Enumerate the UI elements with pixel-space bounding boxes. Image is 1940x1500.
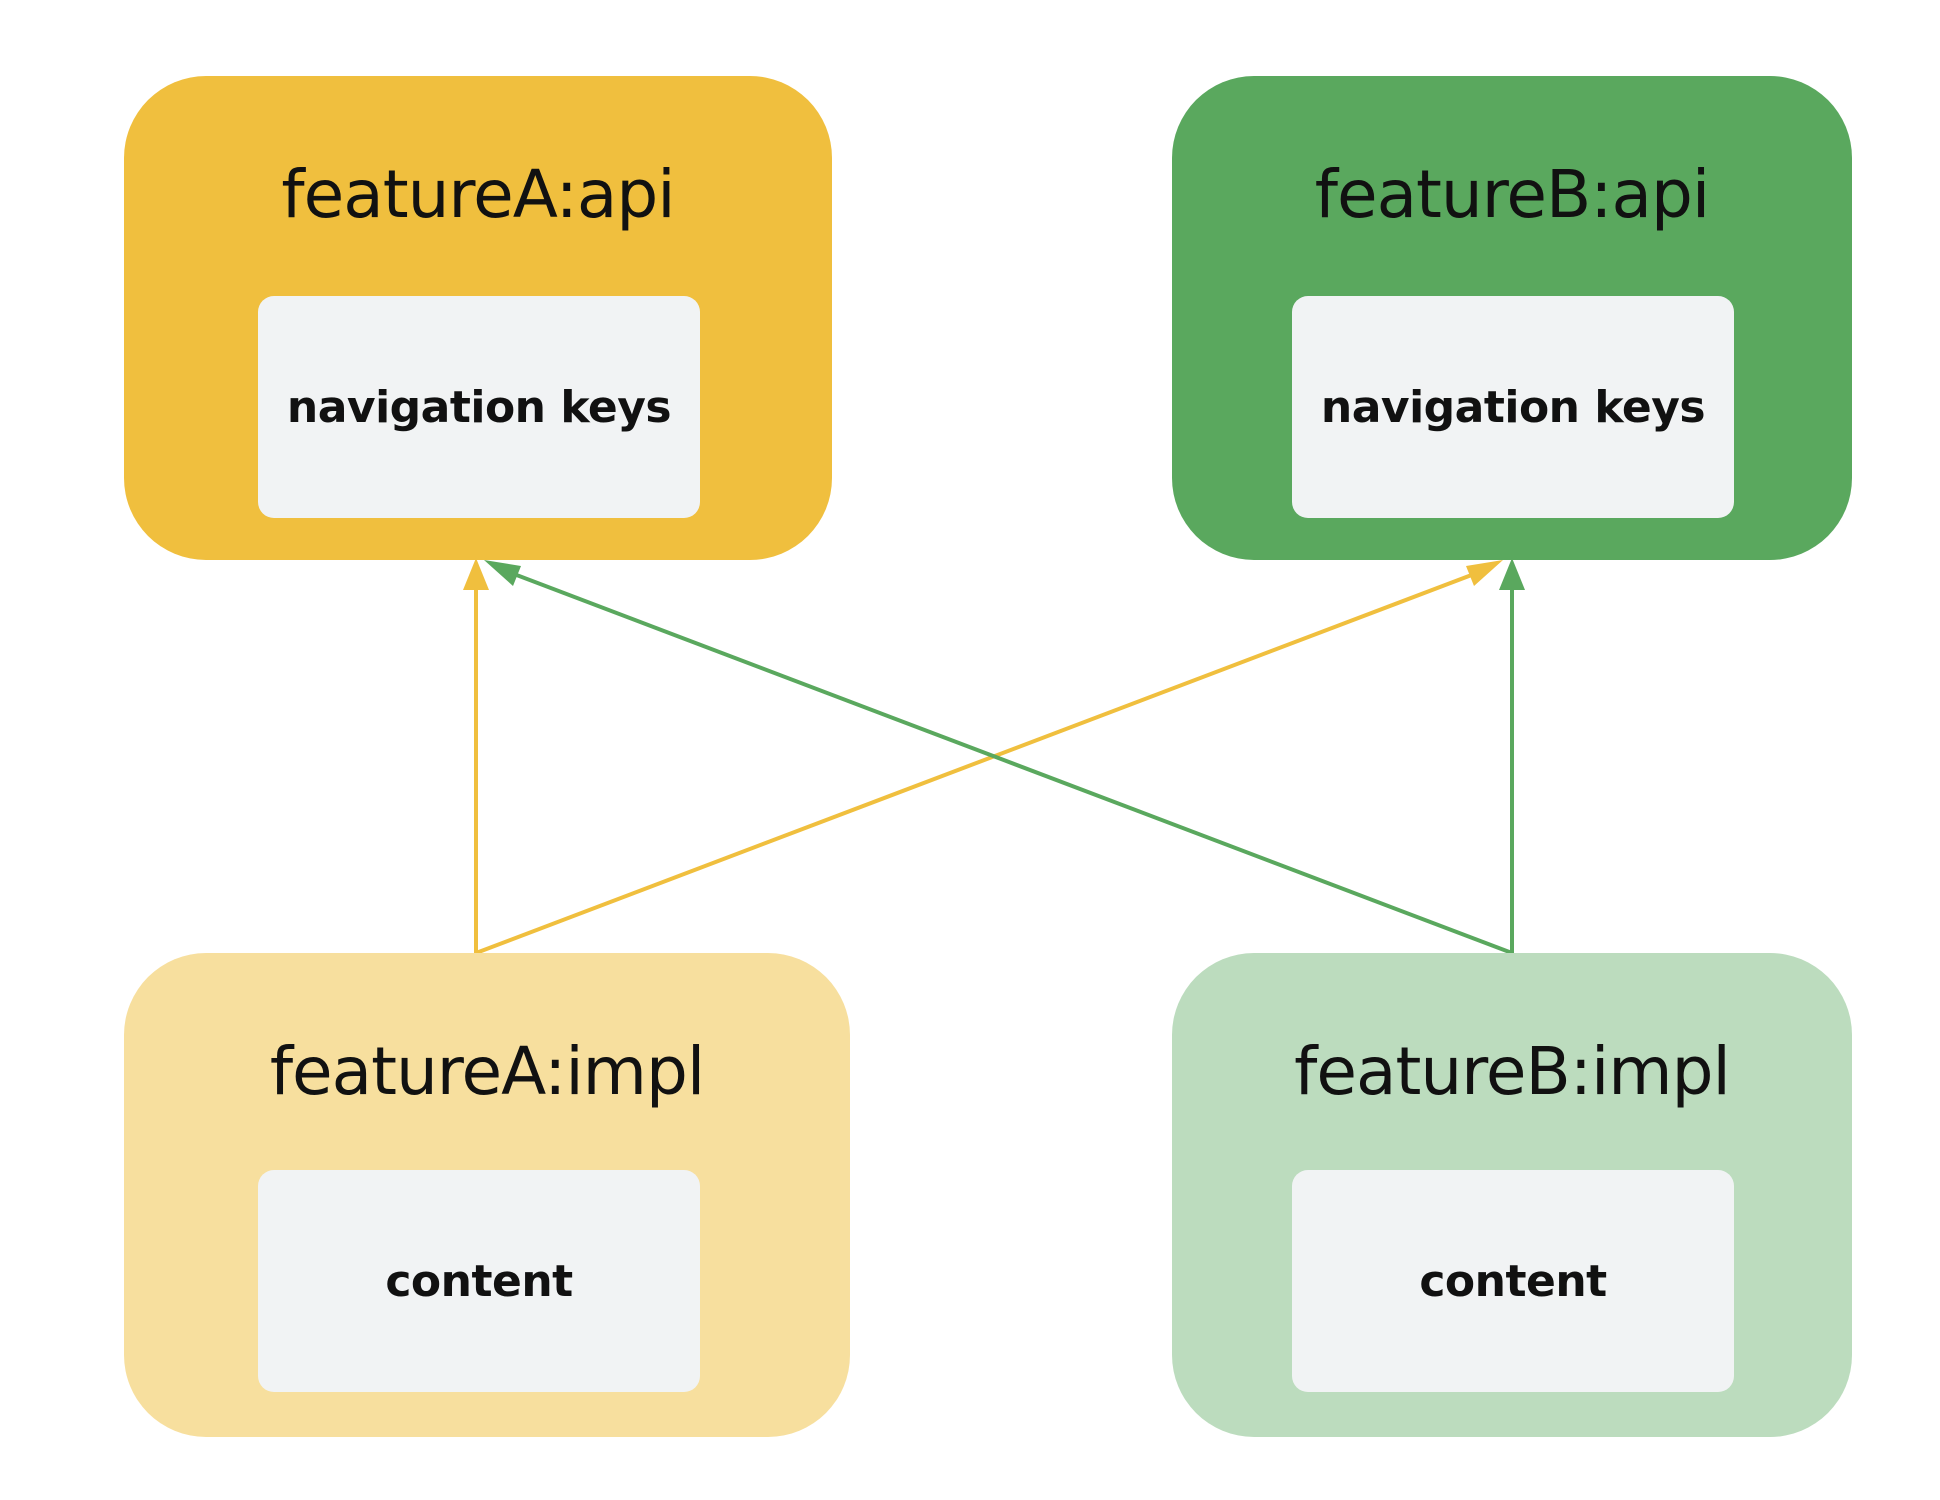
arrowhead-featureA-api-green [484, 560, 521, 586]
arrowhead-featureB-api-green [1499, 558, 1525, 590]
arrow-featureA-impl-to-featureB-api [475, 566, 1491, 955]
content-box: content [1292, 1170, 1734, 1392]
arrowhead-featureB-api-yellow [1466, 560, 1503, 586]
module-title: featureA:api [281, 156, 675, 233]
module-featureA-api: featureA:api navigation keys [124, 76, 832, 560]
inner-box-label: navigation keys [1320, 381, 1706, 433]
navigation-keys-box: navigation keys [258, 296, 700, 518]
module-featureB-impl: featureB:impl content [1172, 953, 1852, 1437]
module-featureA-impl: featureA:impl content [124, 953, 850, 1437]
inner-box-label: content [385, 1255, 573, 1307]
arrow-featureB-impl-to-featureA-api [497, 566, 1513, 955]
module-featureB-api: featureB:api navigation keys [1172, 76, 1852, 560]
module-title: featureB:api [1314, 156, 1710, 233]
content-box: content [258, 1170, 700, 1392]
inner-box-label: content [1419, 1255, 1607, 1307]
inner-box-label: navigation keys [286, 381, 672, 433]
navigation-keys-box: navigation keys [1292, 296, 1734, 518]
module-title: featureB:impl [1294, 1033, 1731, 1110]
arrowhead-featureA-api-yellow [463, 558, 489, 590]
module-title: featureA:impl [269, 1033, 705, 1110]
